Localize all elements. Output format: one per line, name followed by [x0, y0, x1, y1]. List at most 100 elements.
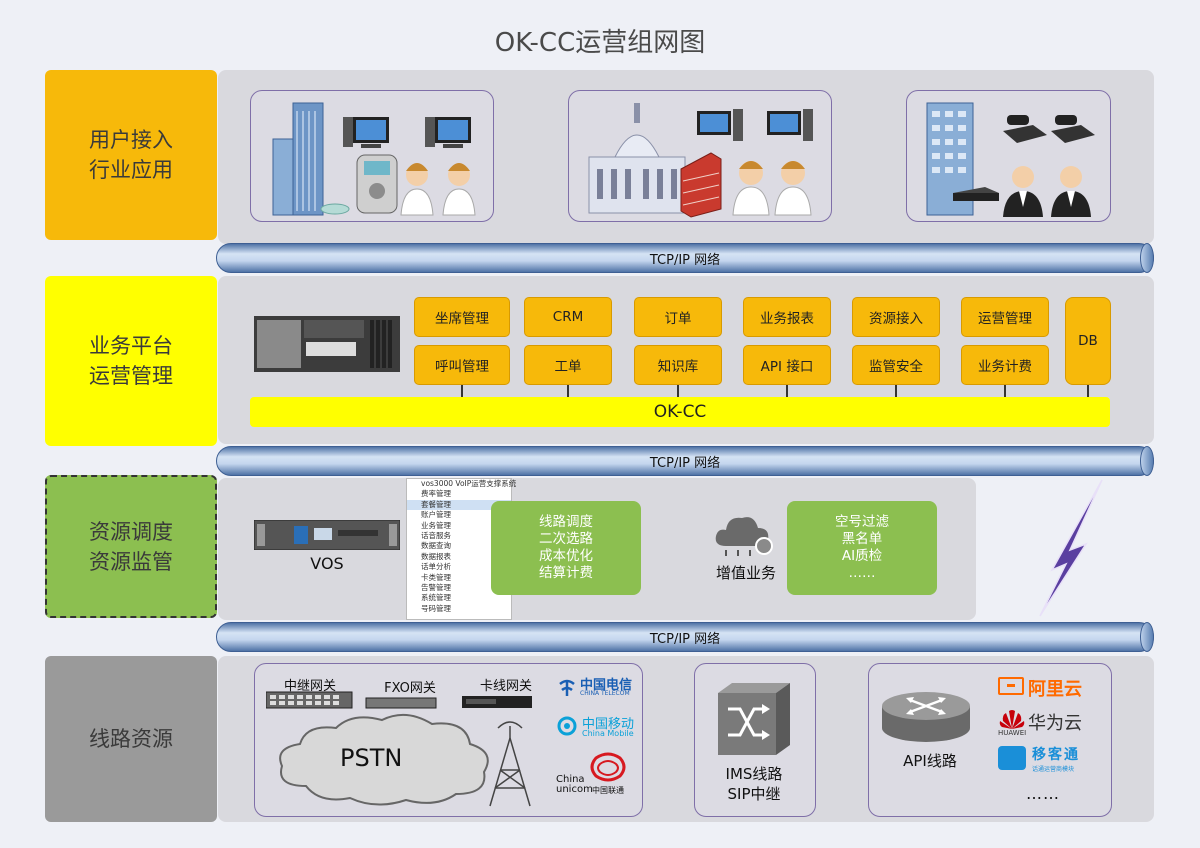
pstn-network-icon	[266, 691, 532, 807]
huawei-logo-icon	[999, 710, 1025, 729]
module-knowledge-base[interactable]: 知识库	[634, 345, 722, 385]
module-ticket[interactable]: 工单	[524, 345, 612, 385]
telecom-name-en: CHINA TELECOM	[580, 690, 630, 697]
layer-platform: 业务平台 运营管理	[45, 276, 217, 446]
value-added-label: 增值业务	[715, 564, 776, 582]
okcc-bus: OK-CC	[250, 397, 1110, 427]
vos-tree-item[interactable]: 数据报表	[421, 551, 451, 561]
cell-tower-icon	[489, 721, 531, 807]
module-db[interactable]: DB	[1065, 297, 1111, 385]
layer-user-access: 用户接入 行业应用	[45, 70, 217, 240]
network-label: TCP/IP 网络	[649, 252, 721, 268]
vos-tree-item[interactable]: 卡类管理	[421, 572, 451, 582]
vos-tree-item[interactable]: 话单分析	[421, 562, 451, 572]
connector-line	[461, 385, 463, 397]
mobile-logo-icon	[557, 716, 577, 736]
module-3: 订单 知识库	[634, 297, 722, 397]
government-group	[568, 90, 832, 222]
module-call-mgmt[interactable]: 呼叫管理	[414, 345, 510, 385]
telecom-name: 中国电信	[580, 678, 633, 693]
aliyun-name: 阿里云	[1028, 679, 1082, 700]
connector-line	[567, 385, 569, 397]
filter-item: ……	[848, 565, 876, 581]
desktop-computer-icon	[697, 109, 743, 141]
vos-tree-item[interactable]: 话音服务	[421, 531, 451, 541]
network-pipe-2: TCP/IP 网络	[216, 446, 1154, 476]
routing-item: 二次选路	[539, 531, 593, 547]
ims-label: IMS线路 SIP中继	[725, 765, 783, 803]
aliyun-logo-dash	[1007, 684, 1015, 687]
lightning-bolt-icon	[1039, 479, 1103, 617]
vos-label: VOS	[310, 554, 344, 573]
module-security[interactable]: 监管安全	[852, 345, 940, 385]
aliyun-logo-icon	[998, 677, 1024, 695]
routing-item: 结算计费	[539, 565, 593, 581]
network-pipe-3: TCP/IP 网络	[216, 622, 1154, 652]
vos-tree-item[interactable]: 费率管理	[421, 489, 451, 499]
connector-line	[786, 385, 788, 397]
ykt-name: 移客通	[1032, 747, 1080, 763]
vos-tree-item[interactable]: 账户管理	[421, 510, 451, 520]
connector-line	[677, 385, 679, 397]
china-mobile-logo: 中国移动 China Mobile	[556, 713, 640, 743]
unicom-name-en-b: unicom	[556, 784, 593, 795]
agent-headset-icon	[774, 161, 812, 216]
agent-headset-icon	[732, 161, 770, 216]
vos-tree-item[interactable]: 号码管理	[421, 603, 451, 613]
vos-tree-item[interactable]: 告警管理	[421, 583, 451, 593]
vos-tree-item[interactable]: 数据查询	[421, 541, 451, 551]
card-gateway-icon	[462, 696, 532, 708]
agent-headset-icon	[400, 163, 434, 216]
firewall-icon	[680, 152, 722, 218]
connector-line	[1087, 385, 1089, 397]
module-2: CRM 工单	[524, 297, 612, 397]
desktop-computer-icon	[425, 117, 471, 148]
module-1: 坐席管理 呼叫管理	[414, 297, 510, 397]
government-building-icon	[588, 103, 686, 214]
routing-box: 线路调度 二次选路 成本优化 结算计费	[491, 501, 641, 595]
aliyun-logo: 阿里云	[998, 675, 1098, 700]
china-unicom-logo: China unicom 中国联通	[556, 752, 640, 796]
desk-phone-icon	[1003, 115, 1047, 143]
vos-tree-item[interactable]: 系统管理	[421, 593, 451, 603]
server-icon	[254, 316, 400, 372]
trunk-gateway-label: 中继网关	[283, 679, 336, 694]
mobile-name-en: China Mobile	[582, 729, 634, 738]
trunk-gateway-icon	[266, 691, 353, 709]
fxo-gateway-label: FXO网关	[384, 681, 436, 696]
desktop-computer-icon	[343, 117, 389, 148]
ykt-subtitle: 话通运营商模块	[1032, 766, 1075, 773]
module-crm[interactable]: CRM	[524, 297, 612, 337]
switch-icon	[953, 187, 999, 201]
network-label: TCP/IP 网络	[649, 631, 721, 647]
module-api[interactable]: API 接口	[743, 345, 831, 385]
huawei-name-en: HUAWEI	[998, 729, 1027, 737]
mobile-name: 中国移动	[582, 717, 635, 732]
module-seat-mgmt[interactable]: 坐席管理	[414, 297, 510, 337]
network-label: TCP/IP 网络	[649, 455, 721, 471]
api-router-icon	[882, 692, 970, 742]
enterprise-group	[250, 90, 494, 222]
layer-line: 线路资源	[45, 656, 217, 822]
module-order[interactable]: 订单	[634, 297, 722, 337]
module-operations[interactable]: 运营管理	[961, 297, 1049, 337]
connector-line	[895, 385, 897, 397]
vos-tree-item[interactable]: 套餐管理	[407, 499, 511, 511]
ip-phone-icon	[356, 154, 398, 214]
network-pipe-1: TCP/IP 网络	[216, 243, 1154, 273]
module-resource-access[interactable]: 资源接入	[852, 297, 940, 337]
vos-tree-item[interactable]: 业务管理	[421, 520, 451, 530]
filter-box: 空号过滤 黑名单 AI质检 ……	[787, 501, 937, 595]
unicom-name: 中国联通	[592, 786, 624, 795]
filter-item: 黑名单	[841, 531, 883, 547]
router-icon	[320, 203, 350, 215]
ims-switch-icon	[718, 683, 790, 755]
api-line-label: API线路	[903, 752, 957, 770]
module-reports[interactable]: 业务报表	[743, 297, 831, 337]
module-billing[interactable]: 业务计费	[961, 345, 1049, 385]
filter-item: AI质检	[841, 548, 883, 564]
card-gateway-label: 卡线网关	[479, 679, 532, 694]
unicom-name-en-a: China	[556, 774, 585, 785]
pstn-label: PSTN	[340, 744, 403, 772]
corporate-group	[906, 90, 1111, 222]
